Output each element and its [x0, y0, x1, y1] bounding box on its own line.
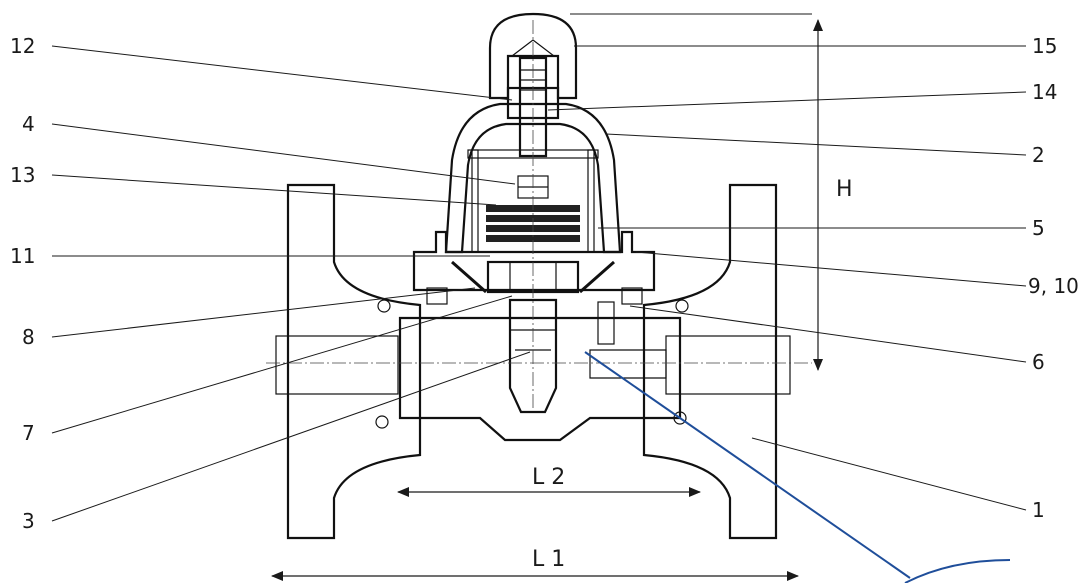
label-7: 7 — [22, 421, 35, 445]
strainer-screen — [451, 260, 615, 294]
cap-nut — [488, 12, 578, 100]
dimension-lines — [271, 13, 823, 581]
cage-rod-right — [587, 149, 595, 253]
outlet-passage — [589, 349, 667, 379]
label-4: 4 — [22, 112, 35, 136]
dimension-l1-label: L 1 — [532, 547, 565, 572]
dimension-h-label: H — [836, 177, 853, 202]
dimension-labels: H L 2 L 1 — [532, 177, 853, 572]
label-8: 8 — [22, 325, 35, 349]
right-bore — [665, 335, 791, 395]
cover-bolt — [597, 301, 615, 345]
cage-rod-left — [471, 149, 479, 253]
label-2: 2 — [1032, 143, 1045, 167]
bonnet-dome — [444, 102, 622, 254]
label-15: 15 — [1032, 34, 1057, 58]
cover-flange — [412, 230, 656, 292]
bonnet-assembly — [412, 12, 656, 410]
label-11: 11 — [10, 244, 35, 268]
label-9-10: 9, 10 — [1028, 274, 1079, 298]
label-14: 14 — [1032, 80, 1057, 104]
detail-callout-line — [584, 351, 1011, 583]
left-bore — [275, 335, 399, 395]
right-flange — [642, 183, 778, 540]
cover-nut-right — [621, 287, 643, 305]
label-5: 5 — [1032, 216, 1045, 240]
left-flange — [286, 183, 422, 540]
valve-seat-insert — [508, 298, 558, 414]
dimension-l2-label: L 2 — [532, 465, 565, 490]
label-12: 12 — [10, 34, 35, 58]
body-center-block — [398, 316, 682, 442]
label-13: 13 — [10, 163, 35, 187]
leader-lines — [51, 45, 1027, 522]
valve-body — [266, 183, 812, 540]
cover-nut-left — [426, 287, 448, 305]
part-number-labels: 12 4 13 11 8 7 3 15 14 2 5 9, 10 6 1 — [10, 34, 1079, 533]
label-6: 6 — [1032, 350, 1045, 374]
label-3: 3 — [22, 509, 35, 533]
label-1: 1 — [1032, 498, 1045, 522]
weld-seam — [375, 415, 389, 429]
weld-seam — [673, 411, 687, 425]
weld-seam — [675, 299, 689, 313]
weld-seam — [377, 299, 391, 313]
